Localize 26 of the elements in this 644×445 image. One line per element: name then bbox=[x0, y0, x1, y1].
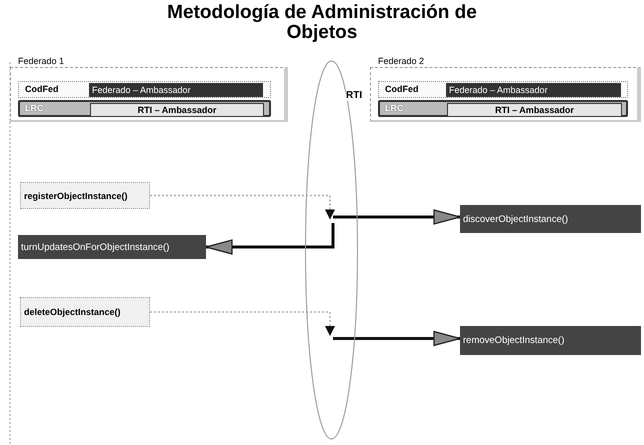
method-box: removeObjectInstance() bbox=[460, 326, 641, 355]
arrow bbox=[333, 330, 461, 346]
arrow bbox=[333, 209, 461, 225]
component-row bbox=[18, 81, 271, 98]
ambassador-box: RTI – Ambassador bbox=[90, 103, 264, 117]
arrow bbox=[205, 223, 334, 255]
ambassador-box: Federado – Ambassador bbox=[446, 83, 621, 97]
component-row bbox=[378, 100, 628, 117]
component-label: LRC bbox=[385, 103, 404, 113]
panel-heading: Federado 2 bbox=[378, 56, 424, 66]
component-label: CodFed bbox=[25, 84, 58, 94]
ambassador-box: RTI – Ambassador bbox=[447, 103, 622, 117]
component-label: LRC bbox=[25, 103, 44, 113]
method-box: discoverObjectInstance() bbox=[460, 205, 641, 233]
dotted-arrow bbox=[150, 194, 335, 220]
component-label: CodFed bbox=[385, 84, 418, 94]
diagram-title: Metodología de Administración de Objetos bbox=[166, 3, 478, 43]
ambassador-box: Federado – Ambassador bbox=[89, 83, 263, 97]
method-box: deleteObjectInstance() bbox=[20, 297, 150, 327]
component-row bbox=[378, 81, 628, 98]
method-box: turnUpdatesOnForObjectInstance() bbox=[18, 235, 206, 259]
ellipse-label: RTI bbox=[346, 90, 362, 101]
dotted-arrow bbox=[150, 311, 335, 336]
panel-heading: Federado 1 bbox=[18, 56, 64, 66]
component-row bbox=[18, 100, 271, 117]
method-box: registerObjectInstance() bbox=[20, 182, 150, 209]
